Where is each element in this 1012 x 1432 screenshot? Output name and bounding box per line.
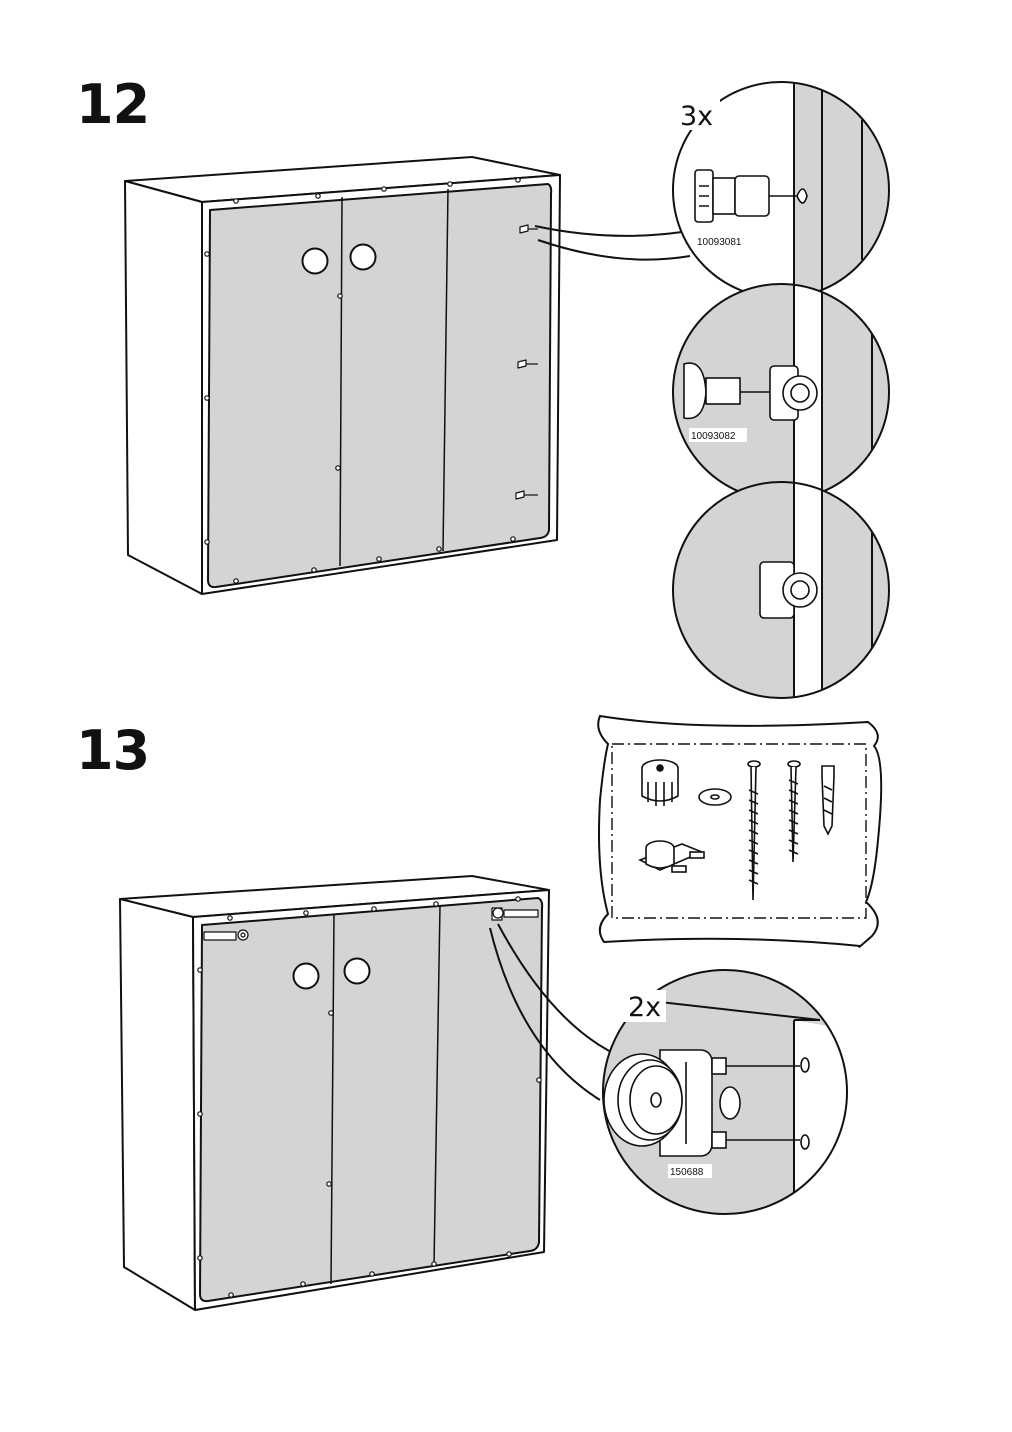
adjustable-foot-icon: [641, 759, 679, 806]
callout-4-quantity: 2x: [628, 992, 661, 1023]
hardware-bag: [597, 714, 883, 948]
callout-4-part-number: 150688: [670, 1167, 704, 1178]
zoom-callout-2: 10093082: [672, 283, 890, 501]
foot-bracket-icon: [638, 840, 705, 873]
callout-1-quantity: 3x: [680, 101, 713, 132]
step-13-cabinet: [119, 875, 550, 1311]
washer-icon: [698, 788, 732, 806]
callout-2-part-number: 10093082: [691, 431, 736, 442]
long-screw-icon: [747, 760, 761, 901]
callout-1-part-number: 10093081: [697, 237, 742, 248]
step-12-cabinet: [124, 156, 561, 595]
zoom-callout-1: 3x 10093081: [672, 81, 890, 299]
wall-plug-icon: [821, 765, 835, 836]
zoom-callout-3: [672, 481, 890, 699]
zoom-callout-4: 2x 150688: [602, 969, 848, 1215]
step-12-number: 12: [76, 73, 150, 136]
step-13-number: 13: [76, 719, 150, 782]
short-screw-icon: [787, 760, 801, 863]
